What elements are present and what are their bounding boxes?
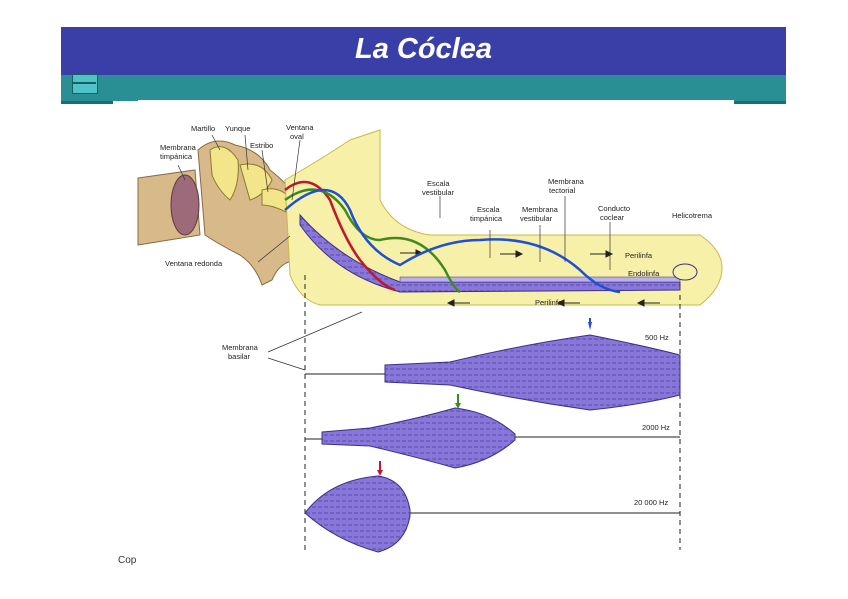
helicotrema-loop [672, 263, 698, 281]
fluid-flow-arrows [400, 249, 660, 307]
label-escala-timpanica-1: Escala [477, 205, 500, 214]
label-yunque: Yunque [225, 124, 250, 133]
label-escala-timpanica-2: timpánica [470, 214, 503, 223]
label-membrana-timpanica-2: timpánica [160, 152, 193, 161]
wave-500hz [284, 188, 621, 294]
label-membrana-timpanica-1: Membrana [160, 143, 197, 152]
label-membrana-tectorial-1: Membrana [548, 177, 585, 186]
label-estribo: Estribo [250, 141, 273, 150]
label-conducto-coclear-1: Conducto [598, 204, 630, 213]
copyright-text: Cop [118, 555, 137, 566]
slide-bullet-icon [72, 74, 98, 94]
label-ventana-oval-2: oval [290, 132, 304, 141]
title-bar: La Cóclea [61, 27, 786, 75]
label-helicotrema: Helicotrema [672, 211, 713, 220]
label-conducto-coclear-2: coclear [600, 213, 625, 222]
envelope-500hz [305, 318, 681, 411]
label-membrana-basilar-2: basilar [228, 352, 251, 361]
label-membrana-basilar-1: Membrana [222, 343, 259, 352]
label-escala-vestibular-2: vestibular [422, 188, 455, 197]
envelope-2000hz [305, 394, 680, 469]
tympanic-membrane-shape [170, 174, 200, 236]
label-membrana-vestibular-2: vestibular [520, 214, 553, 223]
wave-2000hz [284, 188, 461, 294]
label-endolinfa: Endolinfa [628, 269, 660, 278]
cochlea-figure: Membrana timpánica Martillo Yunque Estri… [137, 100, 734, 560]
title-underline-bar [61, 75, 786, 101]
label-membrana-vestibular-1: Membrana [522, 205, 559, 214]
arrow-20000hz-icon [377, 470, 383, 476]
ossicle-estribo [261, 188, 293, 213]
label-ventana-redonda: Ventana redonda [165, 259, 223, 268]
label-freq-20000: 20 000 Hz [634, 498, 668, 507]
slide-bullet-divider [72, 82, 96, 84]
envelope-20000hz [304, 461, 680, 553]
label-escala-vestibular-1: Escala [427, 179, 450, 188]
label-perilinfa-bottom: Perilinfa [535, 298, 563, 307]
ossicle-martillo [209, 146, 239, 201]
basilar-membrane-strip [299, 213, 681, 293]
slide-title: La Cóclea [355, 33, 492, 65]
label-membrana-tectorial-2: tectorial [549, 186, 576, 195]
label-freq-500: 500 Hz [645, 333, 669, 342]
wave-20000hz [284, 180, 396, 292]
label-perilinfa-top: Perilinfa [625, 251, 653, 260]
label-leaders [177, 134, 611, 371]
label-ventana-oval-1: Ventana [286, 123, 314, 132]
bar-shadow-left [61, 101, 113, 104]
label-freq-2000: 2000 Hz [642, 423, 670, 432]
arrow-2000hz-icon [455, 403, 461, 409]
label-martillo: Martillo [191, 124, 215, 133]
